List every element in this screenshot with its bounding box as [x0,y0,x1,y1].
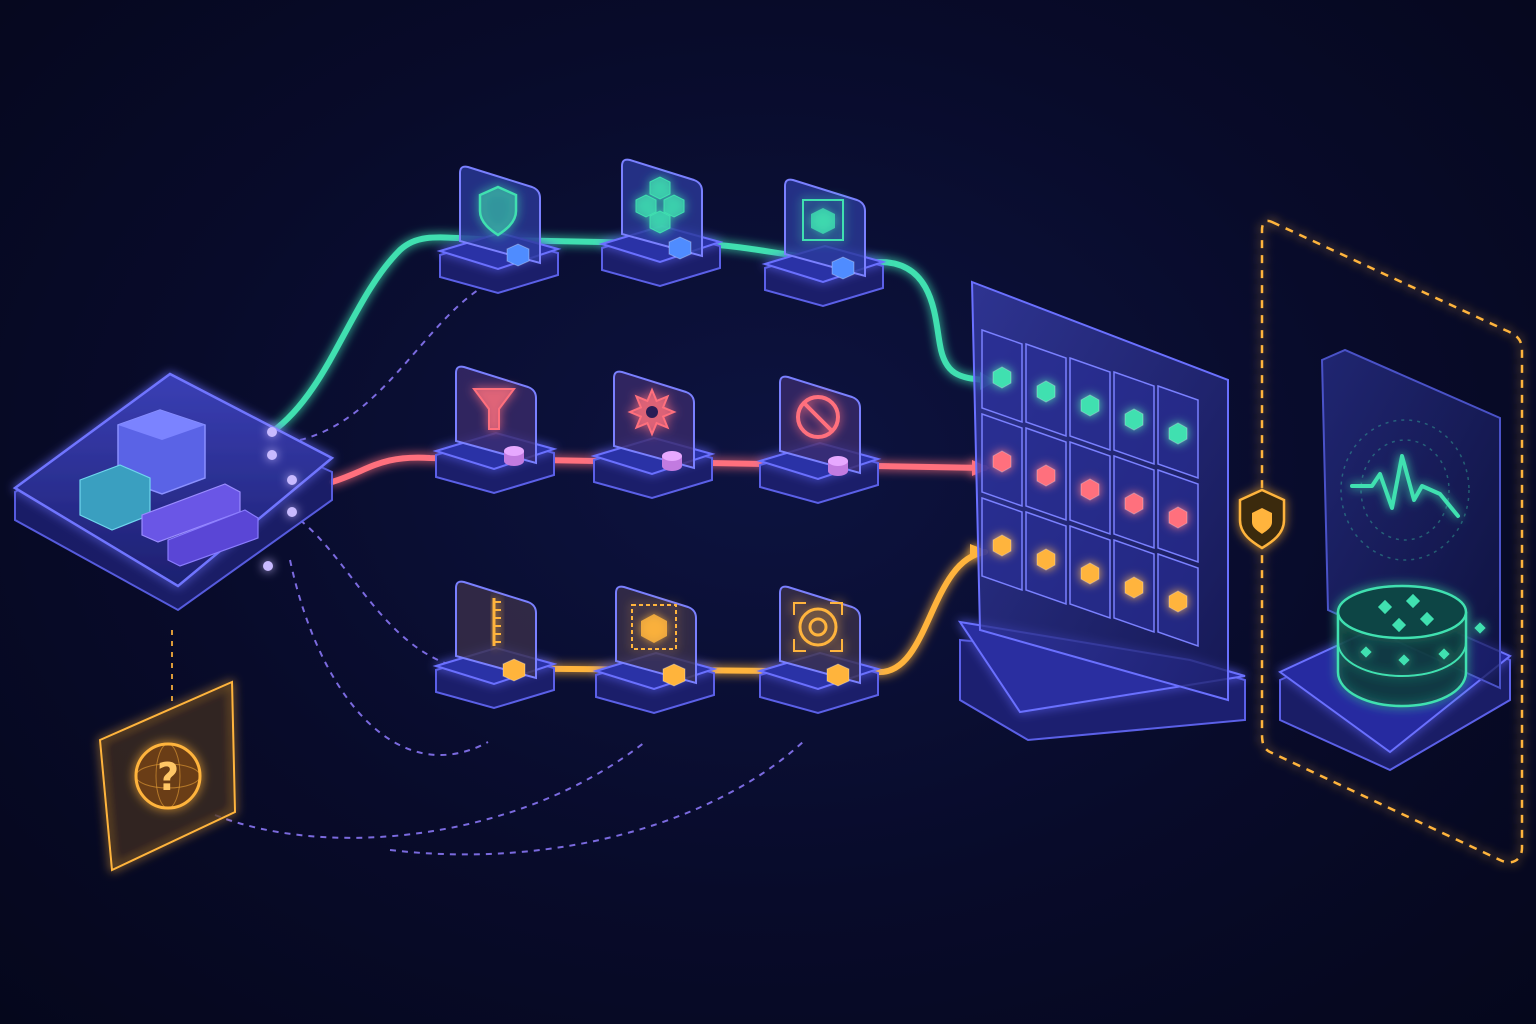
source-ports [263,427,297,571]
dashed-link-source-teal-1 [299,289,479,441]
grid-cube [992,450,1012,473]
monitor-station [1278,348,1512,772]
funnel-icon [472,388,516,430]
marker-cylinder [662,451,682,461]
track-coral [329,454,988,485]
grid-cell [1025,426,1067,522]
grid-cell [1025,342,1067,438]
grid-cube [1124,576,1144,599]
grid-cell [1069,524,1111,620]
port-1 [267,427,277,437]
port-5 [263,561,273,571]
grid-cube [1168,590,1188,613]
track-amber [467,549,988,676]
grid-cube [992,366,1012,389]
grid-cell [981,328,1023,424]
stage-card-amber-3 [756,585,882,715]
port-4 [287,507,297,517]
grid-cube [992,534,1012,557]
stage-card-amber-2 [592,585,718,715]
stage-card-teal-1 [436,165,562,295]
shield-icon [478,185,518,237]
marker-cube [831,256,855,280]
grid-cell [1069,440,1111,536]
grid-cube [1168,506,1188,529]
block-icon [796,395,840,439]
database-icon [1336,584,1486,708]
dashed-link-source-amber-1b [289,559,489,756]
grid-cell [1113,454,1155,550]
dashed-link-source-amber-1 [299,519,451,666]
marker-cube [662,663,686,687]
marker-cylinder [504,446,524,456]
radar-rings [1340,419,1470,561]
grid-cube [1036,464,1056,487]
data-grid-panel [957,280,1246,742]
stage-card-coral-3 [756,375,882,505]
stage-card-teal-3 [761,178,887,308]
source-platform [12,372,335,612]
grid-cube [1124,492,1144,515]
grid-cell [1157,552,1199,648]
grid-cube [1080,394,1100,417]
dashed-boundary [1260,219,1524,864]
dashed-connectors [171,289,806,856]
grid-cube [1124,408,1144,431]
grid-cube [1080,478,1100,501]
stage-card-panel [621,158,703,258]
grid-cell [981,496,1023,592]
question-mark-text: ? [157,755,179,799]
query-card: ? [98,680,237,872]
stage-card-panel [455,580,537,680]
secure-boundary [1238,219,1524,864]
grid-cube [1168,422,1188,445]
question-mark-icon: ? [134,742,202,810]
framed-cube-icon [802,199,844,241]
grid-cube [1036,380,1056,403]
stage-card-coral-2 [590,370,716,500]
stage-card-amber-1 [432,580,558,710]
dashed-link-query-amber-3 [389,739,806,856]
marker-cube [826,663,850,687]
grid-cell [1069,356,1111,452]
stage-card-panel [779,375,861,475]
cube-cluster-icon [635,176,685,234]
marker-cube [668,236,692,260]
grid-cell [1157,468,1199,564]
heartbeat-icon [1350,454,1460,518]
target-icon [793,602,843,652]
grid-cell [1113,538,1155,634]
ruler-icon [492,598,501,646]
port-2 [267,450,277,460]
track-teal [269,234,988,435]
grid-cell [1157,384,1199,480]
pipeline-tracks [269,234,988,676]
stacked-blocks-icon [79,409,259,567]
grid-cell [981,412,1023,508]
grid-cells [981,328,1199,648]
marker-cylinder [828,456,848,466]
crop-cube-icon [631,604,677,650]
guard-shield-icon [1238,488,1286,550]
port-3 [287,475,297,485]
grid-cube [1080,562,1100,585]
grid-cell [1025,510,1067,606]
marker-cube [502,658,526,682]
grid-cube [1036,548,1056,571]
dashed-link-query-amber-2 [214,741,646,839]
stage-card-coral-1 [432,365,558,495]
marker-cube [506,243,530,267]
stage-cards [432,158,887,715]
grid-cell [1113,370,1155,466]
gear-icon [627,387,677,437]
stage-card-teal-2 [598,158,724,288]
